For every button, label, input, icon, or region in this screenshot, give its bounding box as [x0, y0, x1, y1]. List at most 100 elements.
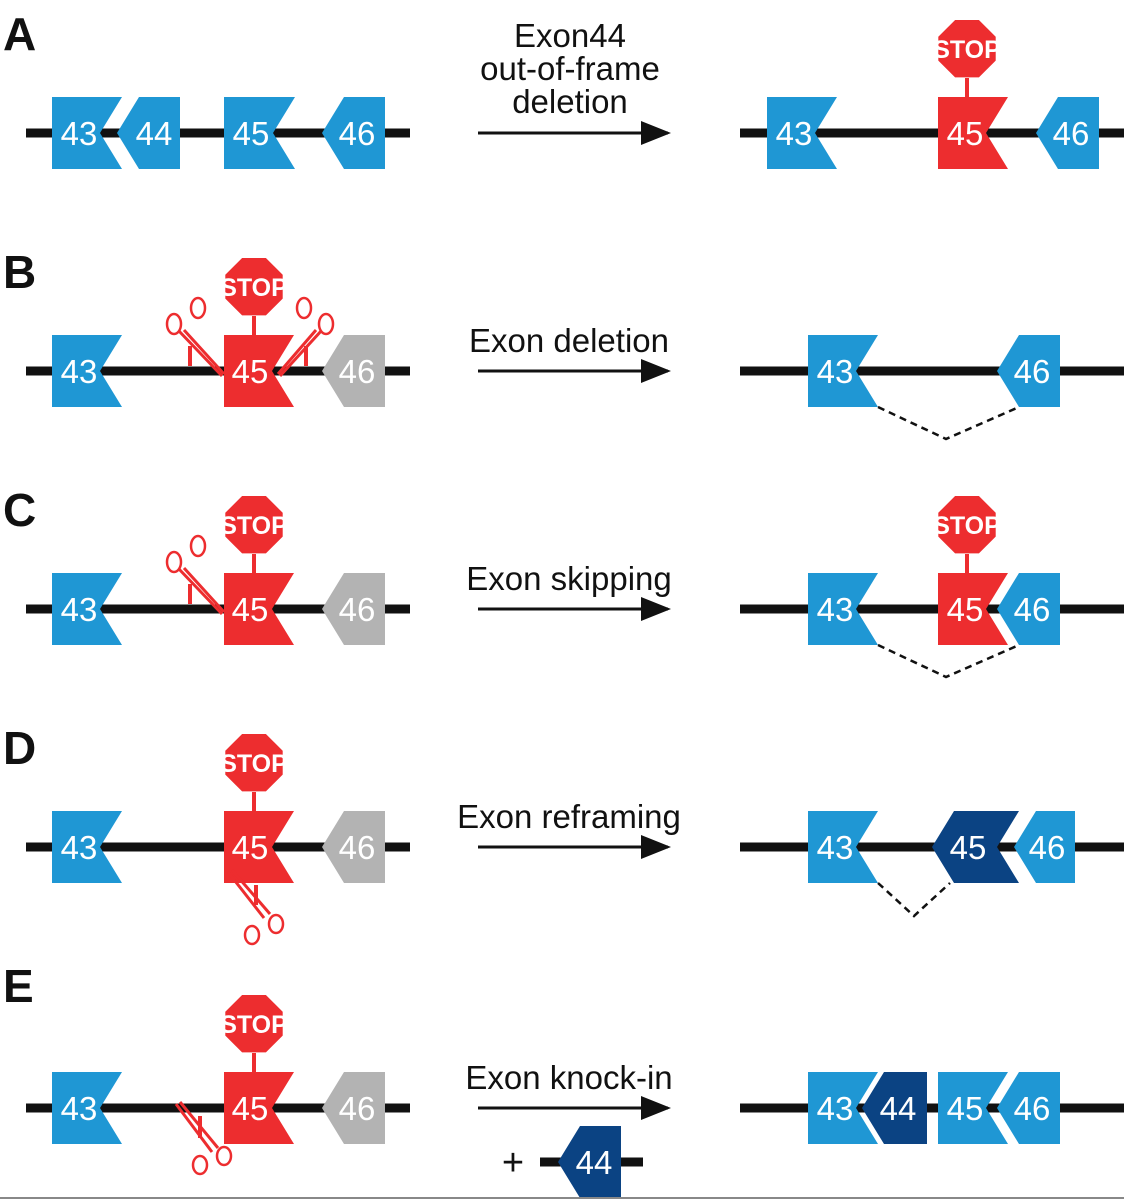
exon-45: 45 [224, 97, 295, 169]
exon-43: 43 [808, 1072, 878, 1144]
svg-text:45: 45 [232, 353, 269, 390]
svg-text:43: 43 [817, 1090, 854, 1127]
exon-43: 43 [52, 573, 122, 645]
exon-43: 43 [808, 811, 878, 883]
before-gene-a: 43 44 45 46 [26, 97, 410, 169]
svg-text:44: 44 [880, 1090, 917, 1127]
exon-43: 43 [808, 335, 878, 407]
svg-text:46: 46 [1014, 353, 1051, 390]
svg-text:43: 43 [61, 353, 98, 390]
svg-text:STOP: STOP [220, 274, 288, 302]
exon-44: 44 [558, 1126, 621, 1198]
svg-text:46: 46 [339, 829, 376, 866]
after-gene-d: 43 45 46 [740, 811, 1124, 918]
exon-46: 46 [997, 335, 1060, 407]
scissors-icon [174, 1101, 233, 1176]
step-label-e: Exon knock-in [465, 1059, 672, 1096]
exon-43: 43 [52, 811, 122, 883]
svg-text:43: 43 [817, 591, 854, 628]
svg-text:46: 46 [1014, 1090, 1051, 1127]
exon-45: 45 [938, 1072, 1008, 1144]
panel-a: A 43 44 45 46 Exon44 out-of-frame [3, 8, 1124, 169]
splice-junction [877, 405, 1020, 441]
exon-43: 43 [52, 97, 122, 169]
panel-letter-c: C [3, 484, 36, 536]
stop-sign: STOP [220, 496, 288, 573]
exon-45: 45 [932, 811, 1019, 883]
before-gene-d: 43 STOP 45 46 [26, 734, 410, 946]
svg-text:45: 45 [947, 591, 984, 628]
exon-45: 45 [938, 573, 1008, 645]
panel-e: E 43 STOP 45 46 [3, 960, 1124, 1198]
stop-sign: STOP [933, 20, 1001, 97]
scissors-icon [276, 296, 335, 378]
svg-text:Exon44: Exon44 [514, 17, 626, 54]
svg-text:STOP: STOP [220, 512, 288, 540]
svg-text:43: 43 [61, 829, 98, 866]
before-gene-c: 43 STOP 45 46 [26, 496, 410, 645]
after-gene-b: 43 46 [740, 335, 1124, 441]
svg-text:44: 44 [576, 1144, 613, 1181]
exon-46: 46 [322, 1072, 385, 1144]
exon-46: 46 [997, 573, 1060, 645]
svg-text:STOP: STOP [220, 750, 288, 778]
svg-text:46: 46 [339, 591, 376, 628]
plus-sign: + [502, 1142, 524, 1184]
svg-text:45: 45 [232, 591, 269, 628]
exon-46: 46 [322, 335, 385, 407]
panel-b: B 43 STOP 45 46 [3, 246, 1124, 441]
panel-d: D 43 STOP 45 46 [3, 722, 1124, 946]
exon-43: 43 [767, 97, 837, 169]
scissors-icon [226, 869, 285, 946]
step-label-c: Exon skipping [466, 560, 671, 597]
exon-43: 43 [808, 573, 878, 645]
svg-text:43: 43 [776, 115, 813, 152]
exon-45: 45 [938, 97, 1008, 169]
exon-43: 43 [52, 335, 122, 407]
after-gene-c: 43 STOP 45 46 [740, 496, 1124, 679]
svg-text:46: 46 [339, 115, 376, 152]
splice-junction [877, 643, 1020, 679]
exon-46: 46 [322, 811, 385, 883]
panel-letter-d: D [3, 722, 36, 774]
exon-44: 44 [862, 1072, 927, 1144]
panel-c: C 43 STOP 45 46 [3, 484, 1124, 679]
svg-text:45: 45 [950, 829, 987, 866]
exon-45: 45 [224, 1072, 294, 1144]
scissors-icon [165, 296, 226, 378]
svg-text:46: 46 [339, 1090, 376, 1127]
svg-text:43: 43 [61, 1090, 98, 1127]
svg-text:45: 45 [947, 1090, 984, 1127]
step-label-a: Exon44 out-of-frame deletion [480, 17, 660, 120]
before-gene-e: 43 STOP 45 46 [26, 995, 410, 1176]
svg-text:43: 43 [61, 115, 98, 152]
exon-46: 46 [1014, 811, 1075, 883]
stop-sign: STOP [220, 258, 288, 335]
exon-43: 43 [52, 1072, 122, 1144]
svg-text:out-of-frame: out-of-frame [480, 50, 660, 87]
after-gene-a: 43 STOP 45 46 [740, 20, 1124, 169]
stop-sign: STOP [933, 496, 1001, 573]
svg-text:43: 43 [61, 591, 98, 628]
exon-46: 46 [1036, 97, 1099, 169]
donor-template: + 44 [502, 1126, 643, 1198]
svg-text:deletion: deletion [512, 83, 628, 120]
svg-text:46: 46 [1053, 115, 1090, 152]
step-label-b: Exon deletion [469, 322, 669, 359]
stop-sign: STOP [220, 734, 288, 811]
panel-letter-b: B [3, 246, 36, 298]
svg-text:43: 43 [817, 829, 854, 866]
svg-text:43: 43 [817, 353, 854, 390]
before-gene-b: 43 STOP 45 46 [26, 258, 410, 407]
svg-text:STOP: STOP [933, 512, 1001, 540]
after-gene-e: 43 44 45 46 [740, 1072, 1124, 1144]
exon-46: 46 [997, 1072, 1060, 1144]
svg-text:STOP: STOP [220, 1011, 288, 1039]
svg-text:45: 45 [233, 115, 270, 152]
exon-45: 45 [224, 811, 294, 883]
exon-45: 45 [224, 335, 294, 407]
stop-sign: STOP [220, 995, 288, 1072]
exon-45: 45 [224, 573, 294, 645]
exon-46: 46 [322, 97, 385, 169]
